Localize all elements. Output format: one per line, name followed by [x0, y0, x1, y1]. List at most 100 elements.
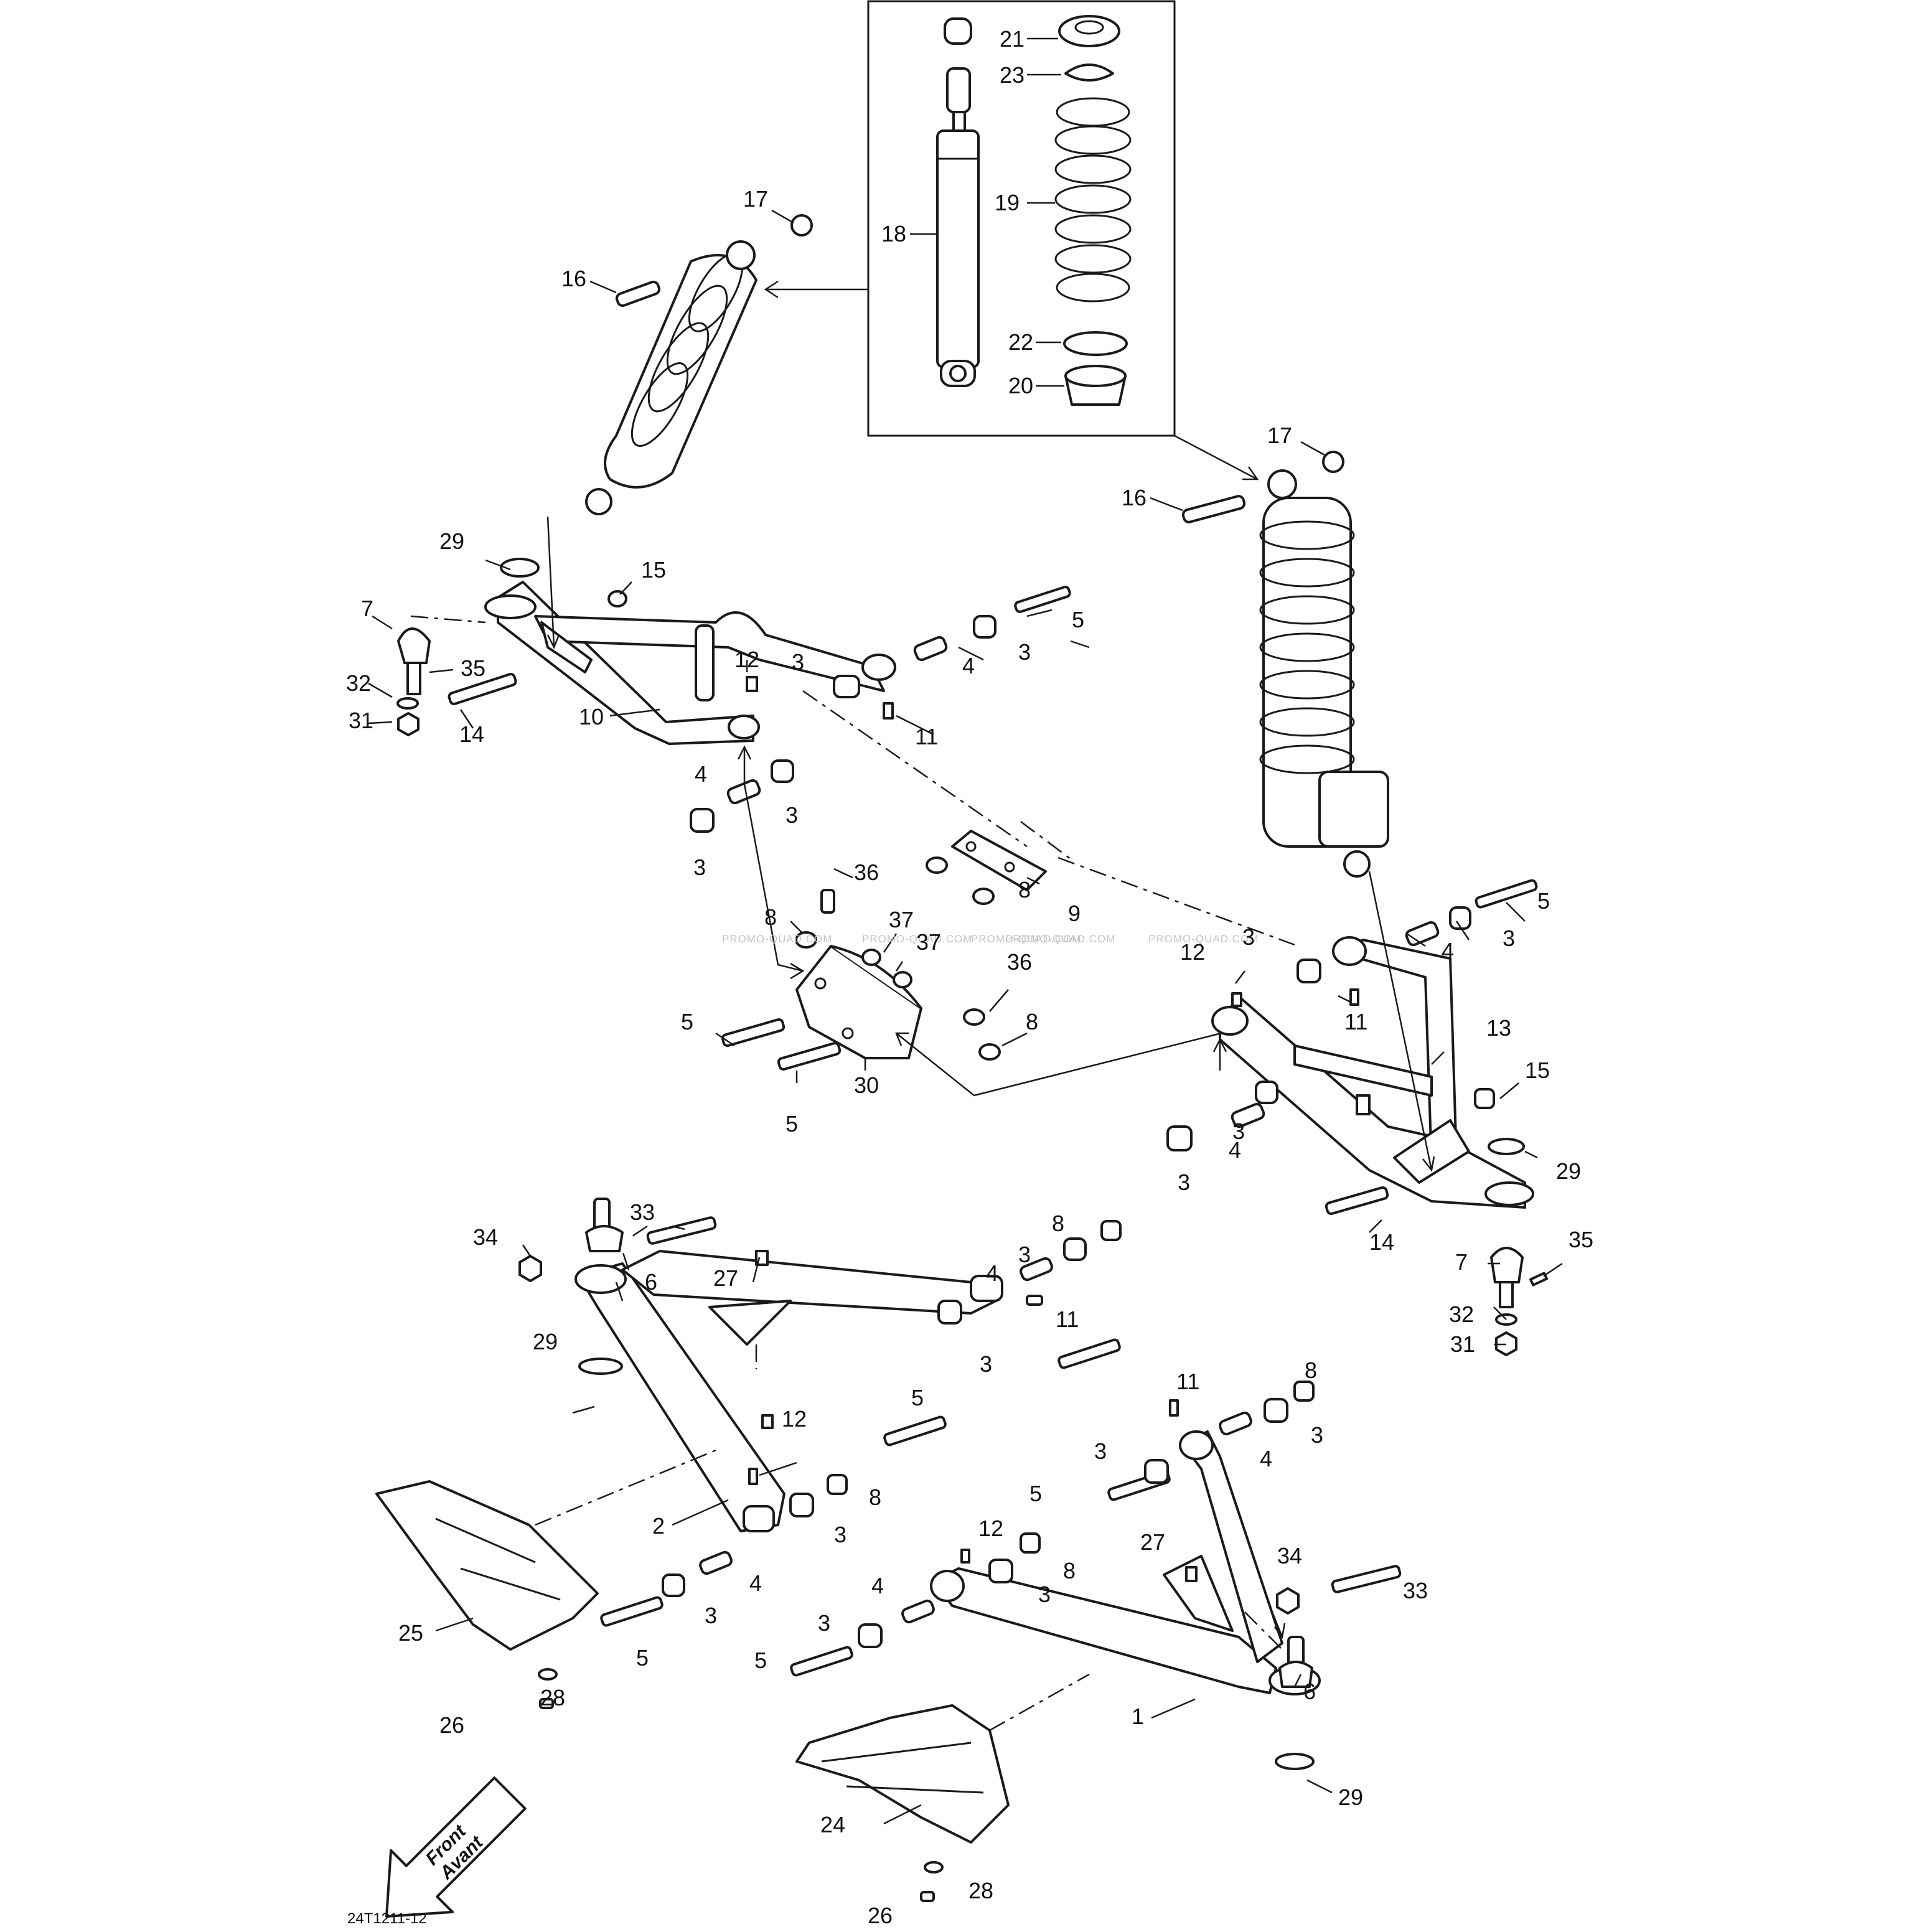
callout-13: 13	[1486, 1015, 1511, 1041]
callout-31: 31	[1450, 1331, 1475, 1357]
callout-3: 3	[1232, 1118, 1245, 1144]
callout-3: 3	[1503, 926, 1515, 951]
watermark: PROMO-QUAD.COM	[971, 933, 1081, 945]
callout-26: 26	[439, 1712, 464, 1738]
callout-14: 14	[1369, 1229, 1394, 1255]
callout-4: 4	[871, 1573, 884, 1598]
lower-a-arm-right	[930, 1430, 1321, 1770]
callout-29: 29	[439, 528, 464, 554]
callout-15: 15	[641, 557, 666, 583]
shock-detail-inset	[867, 0, 1176, 437]
callout-28: 28	[968, 1878, 993, 1903]
watermark: PROMO-QUAD.COM	[1148, 933, 1259, 945]
callout-4: 4	[695, 761, 707, 787]
callout-32: 32	[346, 670, 371, 696]
callout-10: 10	[579, 704, 604, 729]
callout-17: 17	[743, 186, 768, 212]
callout-5: 5	[636, 1645, 649, 1671]
spring-retainer	[1058, 15, 1120, 47]
callout-9: 9	[1068, 901, 1081, 926]
arrow-arm-up-right	[1212, 1038, 1227, 1071]
callout-8: 8	[1305, 1358, 1317, 1383]
callout-3: 3	[1038, 1582, 1051, 1607]
drawing-code: 24T1211-12	[347, 1910, 427, 1927]
arrow-arm-up	[737, 745, 752, 784]
coil-spring	[1054, 97, 1132, 302]
callout-7: 7	[1455, 1249, 1468, 1275]
callout-2: 2	[652, 1513, 665, 1539]
callout-5: 5	[681, 1009, 693, 1034]
callout-3: 3	[980, 1351, 992, 1377]
callout-3: 3	[1018, 1242, 1031, 1267]
front-direction-arrow: Front Avant	[385, 1776, 527, 1918]
callout-5: 5	[1072, 607, 1084, 632]
callout-4: 4	[1442, 938, 1454, 964]
callout-11: 11	[1176, 1369, 1199, 1394]
callout-3: 3	[834, 1522, 846, 1547]
callout-3: 3	[1311, 1422, 1323, 1448]
callout-36: 36	[1007, 949, 1032, 975]
callout-18: 18	[881, 221, 906, 246]
callout-4: 4	[1260, 1446, 1272, 1471]
callout-22: 22	[1008, 329, 1033, 355]
callout-36: 36	[854, 860, 879, 885]
callout-3: 3	[1094, 1438, 1107, 1464]
callout-21: 21	[1000, 26, 1025, 52]
hardware-lower-right	[790, 1381, 1402, 1688]
callout-4: 4	[962, 653, 975, 678]
watermarks: PROMO-QUAD.COM PROMO-QUAD.COM PROMO-QUAD…	[722, 933, 1259, 945]
callout-27: 27	[1140, 1529, 1165, 1555]
callout-37: 37	[889, 907, 914, 932]
callout-16: 16	[1122, 485, 1147, 510]
callout-27: 27	[713, 1265, 738, 1291]
arrow-to-bracket	[743, 784, 805, 980]
callout-4: 4	[1229, 1137, 1241, 1163]
callout-3: 3	[705, 1603, 717, 1628]
assembly-lines	[410, 615, 1295, 1732]
callout-8: 8	[764, 904, 777, 930]
callout-8: 8	[1026, 1009, 1038, 1034]
shock-assembly-left	[585, 214, 813, 515]
callout-1: 1	[1132, 1704, 1144, 1729]
frame-bracket	[721, 830, 1047, 1071]
leader-lines	[368, 559, 1563, 1825]
callout-4: 4	[986, 1260, 998, 1286]
callout-26: 26	[868, 1903, 893, 1928]
lower-a-arm-left	[574, 1250, 1003, 1532]
callout-30: 30	[854, 1072, 879, 1098]
callout-35: 35	[461, 655, 485, 681]
watermark: PROMO-QUAD.COM	[1005, 933, 1115, 945]
callout-8: 8	[1018, 877, 1031, 903]
callout-5: 5	[1537, 888, 1550, 914]
callout-7: 7	[361, 596, 373, 621]
callout-3: 3	[818, 1610, 830, 1636]
callout-3: 3	[693, 855, 706, 880]
shock-assembly-right	[1181, 451, 1389, 878]
callout-8: 8	[869, 1484, 881, 1510]
skid-plate-right	[795, 1704, 1010, 1902]
callout-32: 32	[1449, 1301, 1474, 1327]
callout-34: 34	[473, 1224, 498, 1250]
callout-8: 8	[1063, 1558, 1076, 1583]
callout-3: 3	[1242, 924, 1255, 950]
hardware-upper-left	[396, 558, 1071, 833]
callout-29: 29	[533, 1329, 558, 1354]
spring-clip	[1064, 63, 1114, 82]
callout-16: 16	[561, 266, 586, 291]
callout-5: 5	[785, 1111, 798, 1137]
callout-34: 34	[1277, 1543, 1302, 1569]
callout-20: 20	[1008, 373, 1033, 398]
callout-6: 6	[1303, 1679, 1316, 1704]
hardware-lower-left	[518, 1198, 1122, 1627]
callout-14: 14	[459, 721, 484, 747]
callout-28: 28	[540, 1685, 565, 1710]
callout-23: 23	[1000, 62, 1025, 88]
callout-12: 12	[1180, 939, 1205, 965]
callout-8: 8	[1052, 1211, 1064, 1236]
callout-4: 4	[749, 1570, 762, 1596]
callout-12: 12	[734, 647, 759, 672]
callout-19: 19	[995, 190, 1020, 215]
upper-a-arm-left	[484, 581, 896, 745]
callout-35: 35	[1569, 1227, 1593, 1252]
